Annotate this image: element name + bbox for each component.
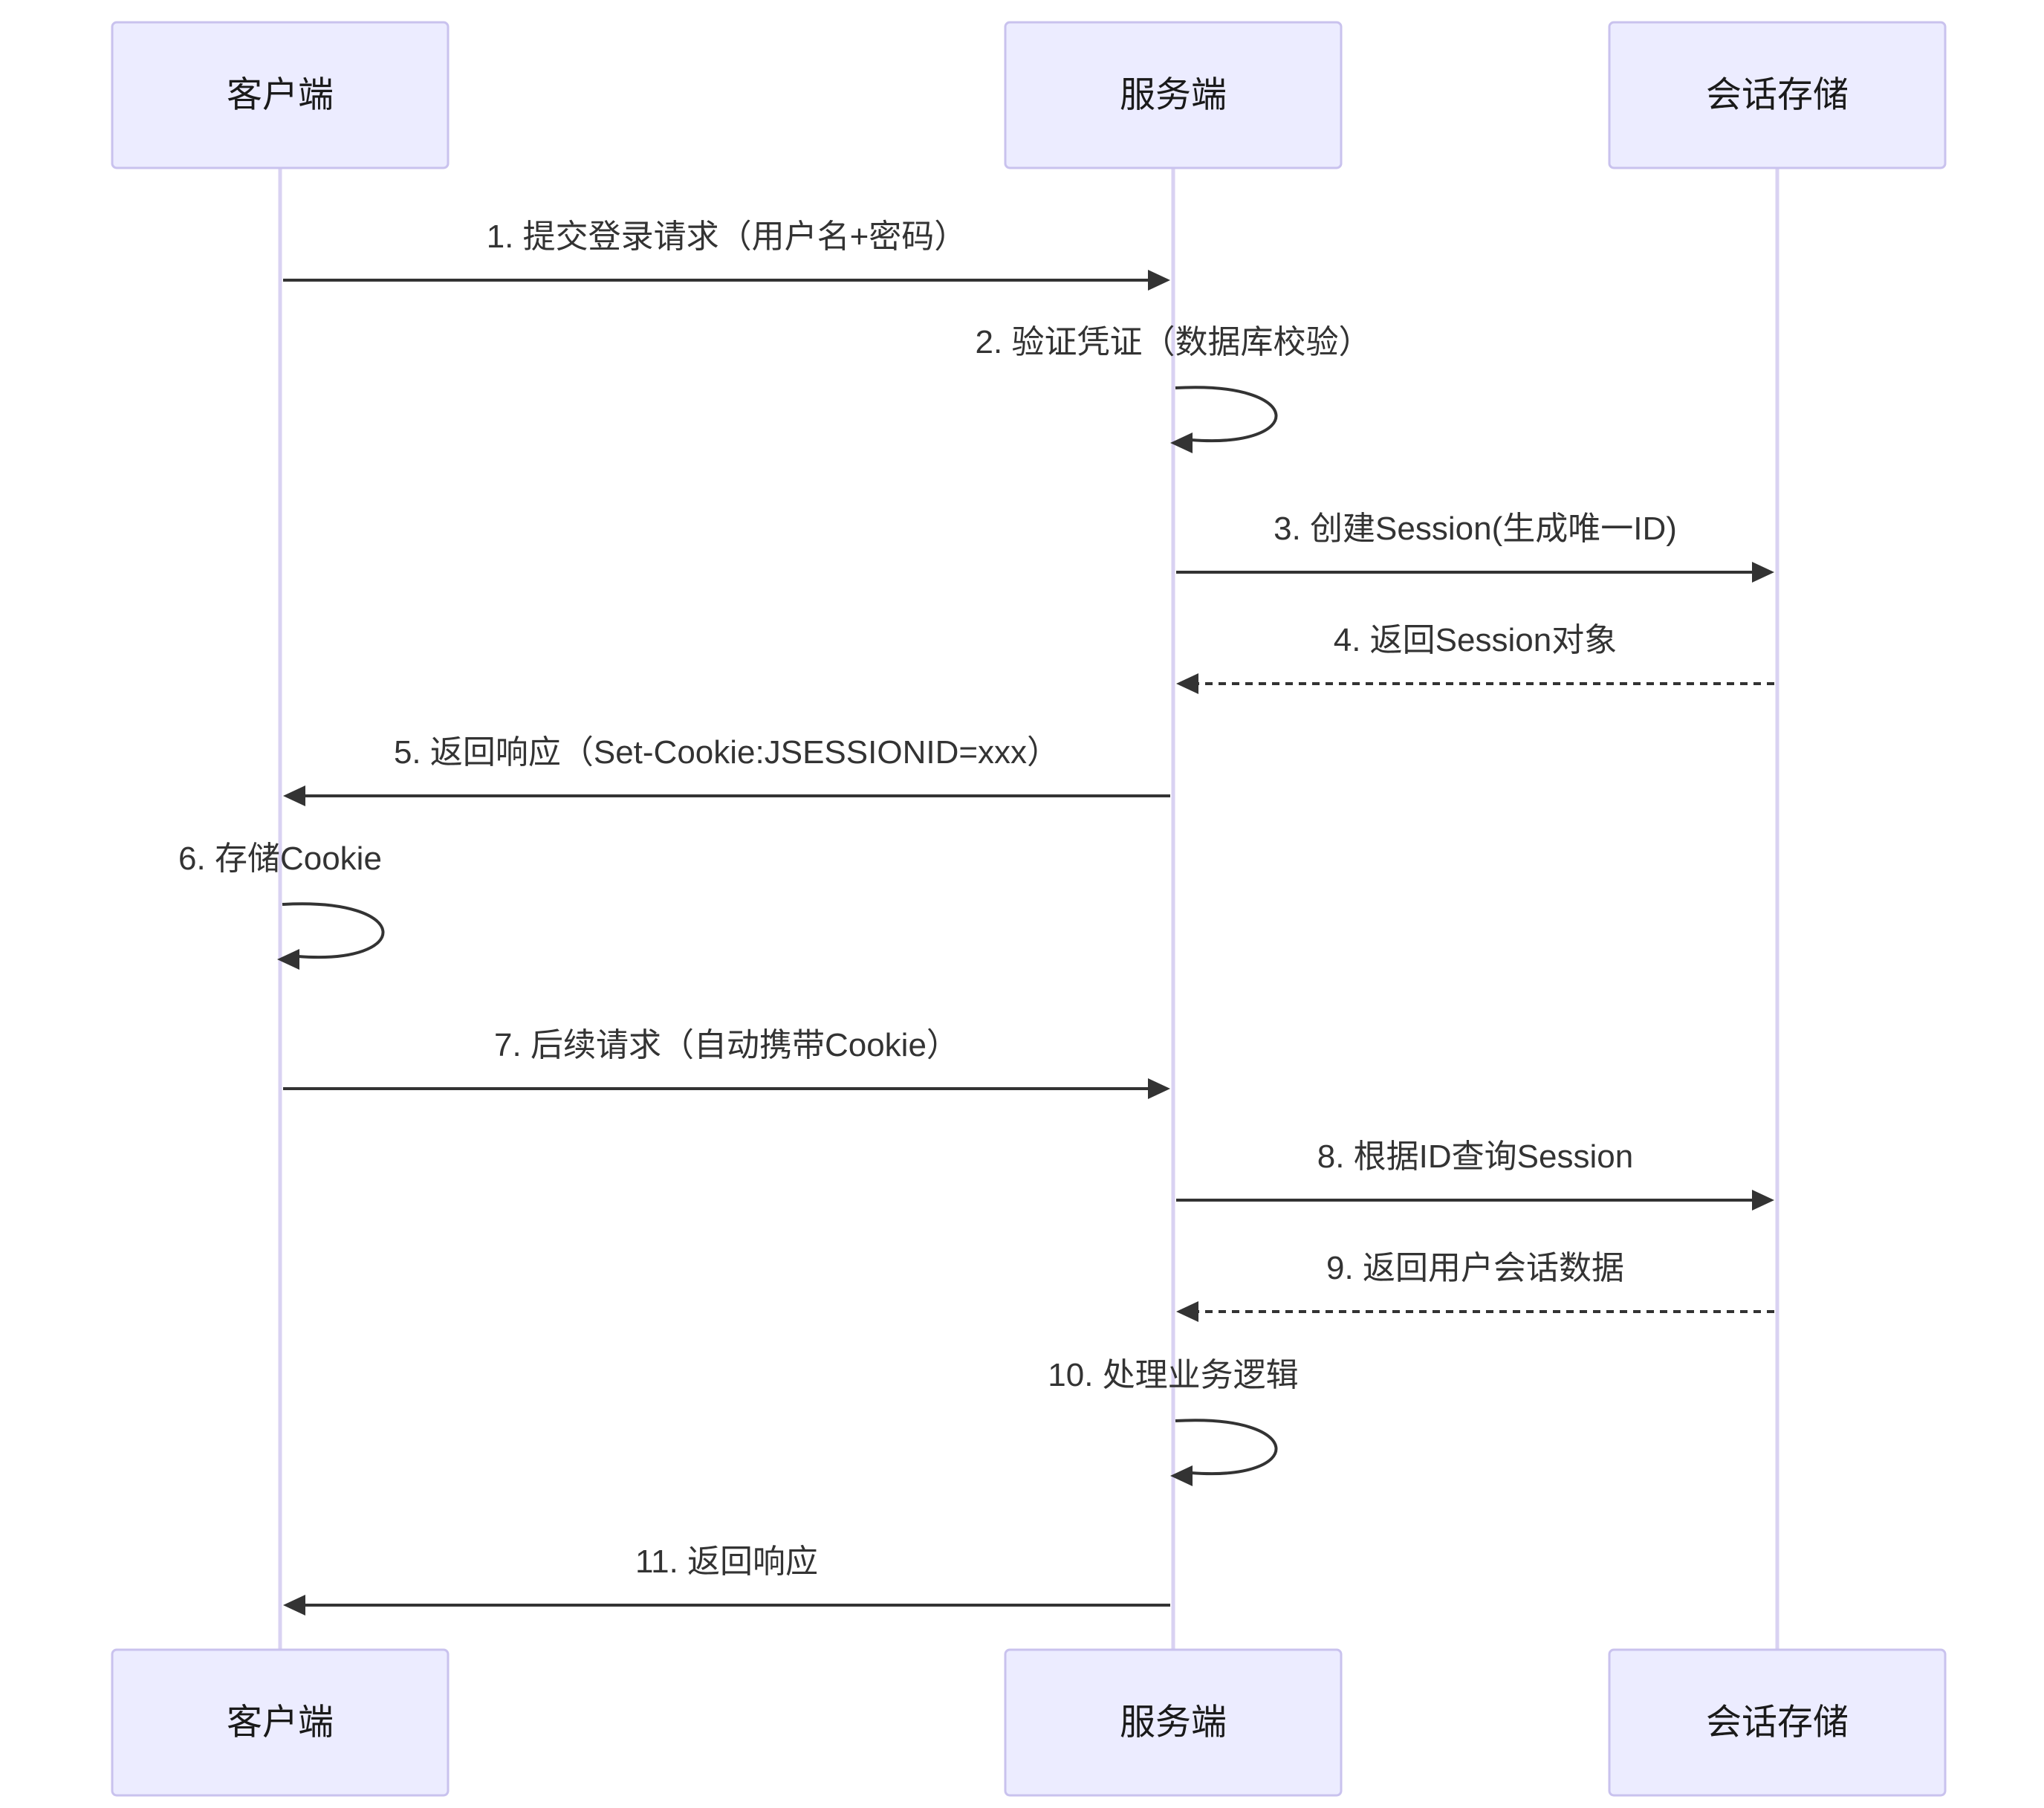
actor-server-bottom: 服务端 <box>1004 1648 1343 1797</box>
message-label: 9. 返回用户会话数据 <box>1326 1250 1624 1286</box>
actor-box <box>1608 1648 1947 1797</box>
message-5: 5. 返回响应（Set-Cookie:JSESSIONID=xxx） <box>283 734 1170 806</box>
message-label: 10. 处理业务逻辑 <box>1048 1357 1298 1393</box>
arrowhead <box>1148 1078 1170 1099</box>
actor-label: 客户端 <box>227 1703 334 1743</box>
arrowhead <box>1148 270 1170 291</box>
message-loop <box>1175 1419 1278 1476</box>
message-7: 7. 后续请求（自动携带Cookie） <box>283 1027 1170 1099</box>
actor-box <box>1004 1648 1343 1797</box>
message-label: 3. 创建Session(生成唯一ID) <box>1274 511 1677 547</box>
message-label: 6. 存储Cookie <box>178 840 382 877</box>
message-loop <box>1175 386 1278 443</box>
actor-client-top: 客户端 <box>111 21 450 169</box>
actor-box <box>1608 21 1947 169</box>
actor-server-top: 服务端 <box>1004 21 1343 169</box>
actor-label: 会话存储 <box>1706 1703 1849 1743</box>
actor-store-bottom: 会话存储 <box>1608 1648 1947 1797</box>
actor-label: 会话存储 <box>1706 76 1849 115</box>
actors-bottom: 客户端 服务端 会话存储 <box>111 1648 1947 1797</box>
message-11: 11. 返回响应 <box>283 1543 1170 1616</box>
arrowhead <box>283 785 305 806</box>
message-10: 10. 处理业务逻辑 <box>1048 1357 1299 1486</box>
actor-box <box>111 1648 450 1797</box>
message-3: 3. 创建Session(生成唯一ID) <box>1176 511 1774 583</box>
messages: 1. 提交登录请求（用户名+密码） 2. 验证凭证（数据库校验） 3. 创建Sess… <box>178 218 1774 1616</box>
message-label: 4. 返回Session对象 <box>1334 622 1617 658</box>
actor-label: 客户端 <box>227 76 334 115</box>
message-label: 11. 返回响应 <box>635 1543 818 1580</box>
actors-top: 客户端 服务端 会话存储 <box>111 21 1947 169</box>
message-label: 5. 返回响应（Set-Cookie:JSESSIONID=xxx） <box>394 734 1060 771</box>
arrowhead <box>1170 432 1193 453</box>
message-label: 8. 根据ID查询Session <box>1317 1138 1633 1175</box>
arrowhead <box>1176 1301 1198 1322</box>
arrowhead <box>1176 673 1198 694</box>
message-9: 9. 返回用户会话数据 <box>1176 1250 1774 1322</box>
message-loop <box>282 902 385 959</box>
arrowhead <box>1752 562 1774 583</box>
lifelines <box>278 168 1779 1650</box>
arrowhead <box>283 1595 305 1616</box>
arrowhead <box>1752 1190 1774 1211</box>
message-label: 2. 验证凭证（数据库校验） <box>976 324 1372 360</box>
message-6: 6. 存储Cookie <box>178 840 385 970</box>
message-1: 1. 提交登录请求（用户名+密码） <box>283 218 1170 291</box>
message-4: 4. 返回Session对象 <box>1176 622 1774 694</box>
actor-client-bottom: 客户端 <box>111 1648 450 1797</box>
message-8: 8. 根据ID查询Session <box>1176 1138 1774 1211</box>
actor-box <box>1004 21 1343 169</box>
arrowhead <box>1170 1465 1193 1486</box>
message-2: 2. 验证凭证（数据库校验） <box>976 324 1372 453</box>
actor-label: 服务端 <box>1120 1703 1227 1743</box>
message-label: 7. 后续请求（自动携带Cookie） <box>494 1027 959 1063</box>
actor-store-top: 会话存储 <box>1608 21 1947 169</box>
message-label: 1. 提交登录请求（用户名+密码） <box>487 218 967 255</box>
arrowhead <box>277 949 299 970</box>
actor-box <box>111 21 450 169</box>
actor-label: 服务端 <box>1120 76 1227 115</box>
